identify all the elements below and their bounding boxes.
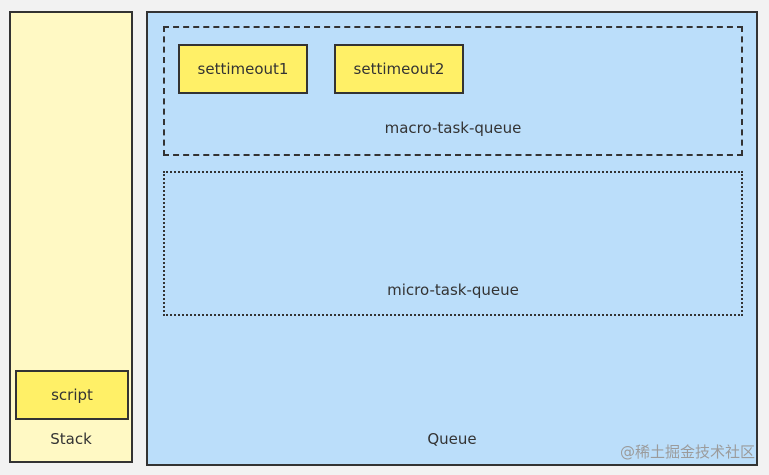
stack-item-script: script [15,370,129,420]
micro-task-queue-box [163,171,743,316]
macro-task-settimeout1: settimeout1 [178,44,308,94]
queue-label: Queue [427,430,477,448]
watermark: @稀土掘金技术社区 [619,443,755,461]
macro-task-label: settimeout2 [353,60,445,78]
macro-task-label: settimeout1 [197,60,289,78]
macro-task-queue-box [163,26,743,156]
micro-task-queue-label: micro-task-queue [387,281,519,299]
stack-label: Stack [50,430,92,448]
macro-task-queue-label: macro-task-queue [384,119,522,137]
macro-task-settimeout2: settimeout2 [334,44,464,94]
stack-item-label: script [51,386,93,404]
